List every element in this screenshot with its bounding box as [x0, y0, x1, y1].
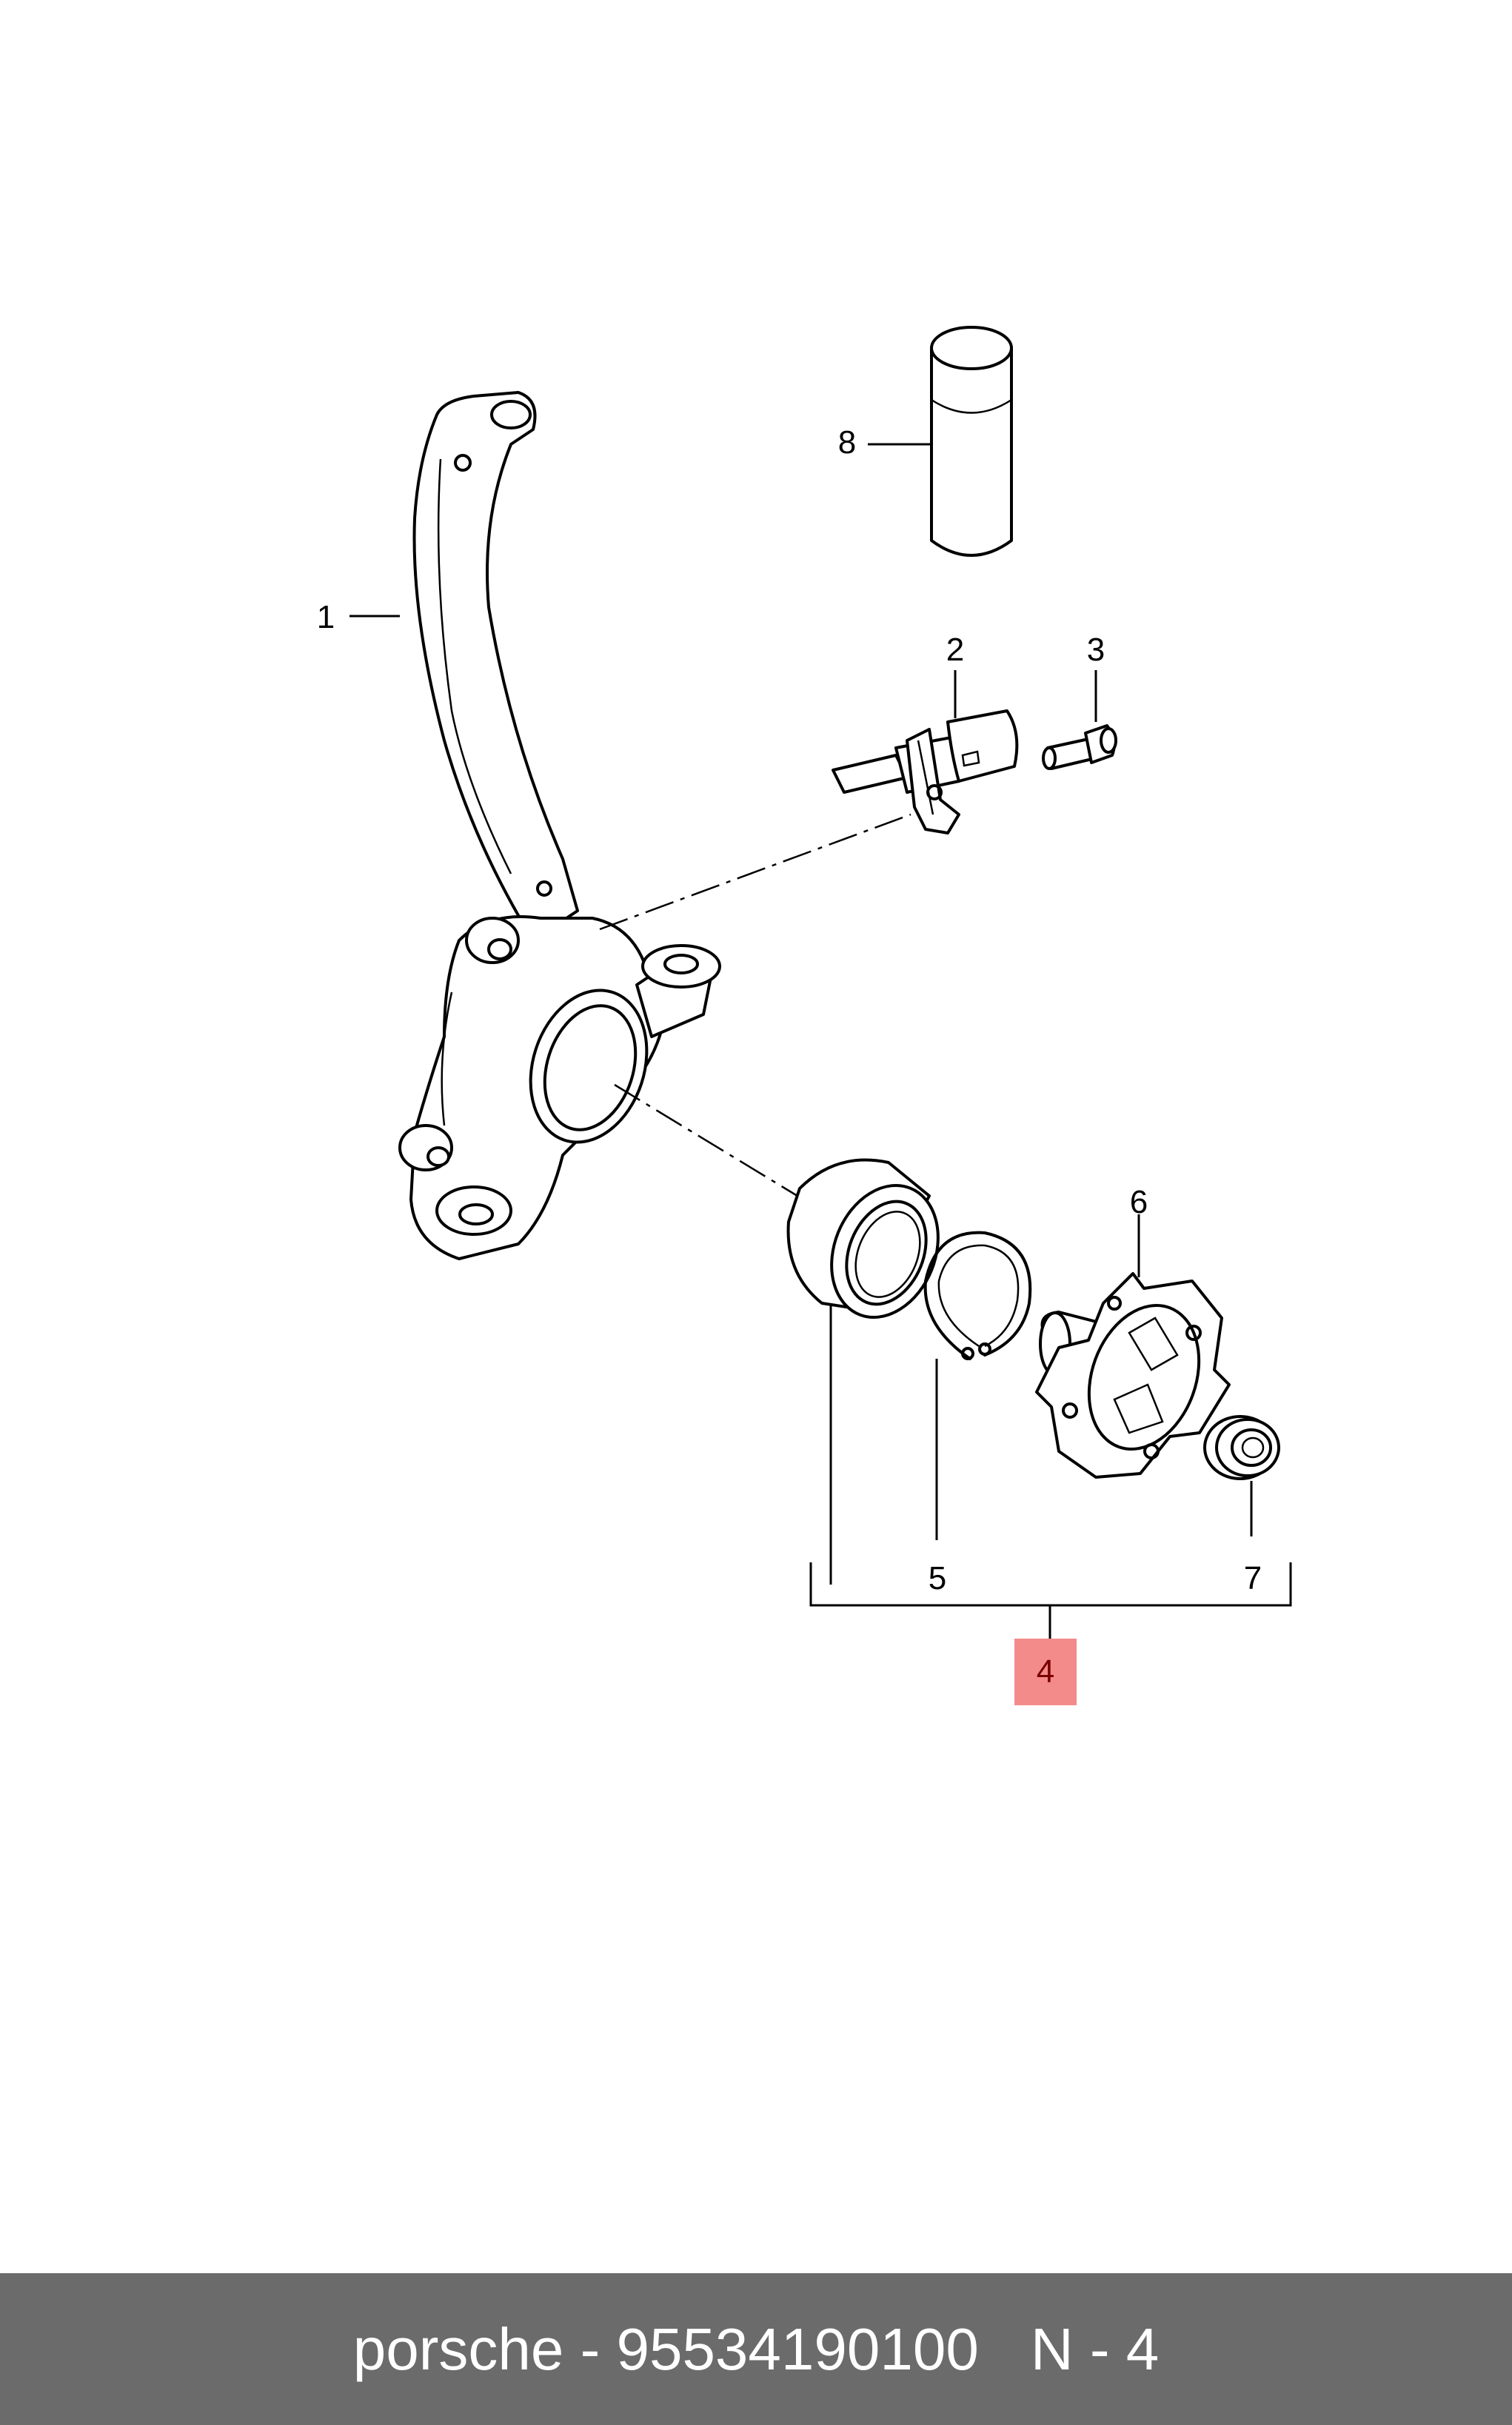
part-3-bolt[interactable] [1042, 724, 1117, 770]
centerline-sensor [599, 813, 911, 931]
callout-5[interactable]: 5 [929, 1560, 946, 1596]
part-8-cylinder[interactable] [930, 326, 1013, 557]
part-2-speed-sensor[interactable] [832, 709, 1019, 834]
wheel-bearing[interactable] [786, 1158, 957, 1334]
kit-bracket [809, 1562, 1292, 1607]
callout-7[interactable]: 7 [1244, 1560, 1262, 1596]
part-7-collar-nut[interactable] [1203, 1415, 1280, 1480]
part-1-steering-knuckle[interactable] [398, 391, 721, 1260]
callout-8[interactable]: 8 [838, 424, 856, 461]
part-6-wheel-hub[interactable] [1035, 1272, 1231, 1479]
exploded-parts-diagram: 1 2 3 4 5 6 7 8 [317, 326, 1292, 1705]
part-number-label: porsche - 95534190100 [352, 2315, 979, 2382]
callout-4[interactable]: 4 [1037, 1653, 1054, 1690]
centerline-bore [614, 1083, 804, 1201]
callout-2[interactable]: 2 [946, 632, 964, 668]
position-label: N - 4 [1030, 2315, 1160, 2382]
callout-6[interactable]: 6 [1130, 1184, 1148, 1220]
callout-3[interactable]: 3 [1087, 632, 1105, 668]
footer-bar: porsche - 95534190100 N - 4 [0, 2273, 1512, 2425]
highlight-box [1014, 1639, 1077, 1705]
part-5-circlip[interactable] [923, 1231, 1032, 1360]
callout-1[interactable]: 1 [317, 599, 335, 635]
